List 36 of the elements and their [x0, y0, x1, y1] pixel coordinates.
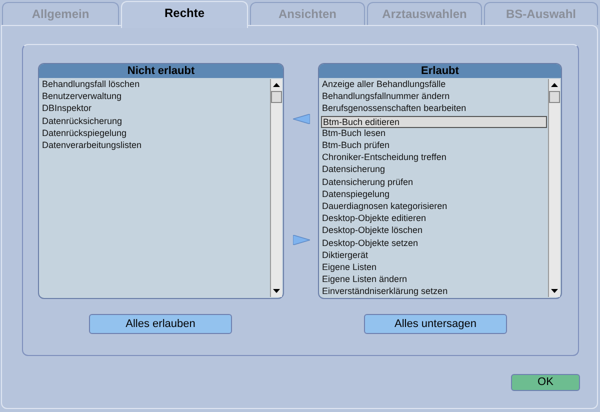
- list-item: DBInspektor: [41, 103, 269, 116]
- list-header: Erlaubt: [319, 64, 561, 78]
- list-item: Btm-Buch editieren: [321, 116, 547, 128]
- list-box: [38, 63, 284, 299]
- list-item: Berufsgenossenschaften bearbeiten: [321, 103, 547, 116]
- list-item: Behandlungsfallnummer ändern: [321, 91, 547, 104]
- list-item: Benutzerverwaltung: [41, 91, 269, 104]
- list-item: Einverständniserklärung setzen: [321, 286, 547, 298]
- tab: Rechte: [121, 1, 248, 28]
- list-item: Anzeige aller Behandlungsfälle: [321, 79, 547, 91]
- list-item: Dauerdiagnosen kategorisieren: [321, 201, 547, 213]
- list-item: Datensicherung prüfen: [321, 176, 547, 189]
- list-item: Datenrücksicherung: [41, 116, 269, 128]
- button: Alles erlauben: [89, 314, 232, 334]
- list-item: Btm-Buch lesen: [321, 128, 547, 140]
- button: OK: [511, 374, 580, 391]
- list-item: Desktop-Objekte editieren: [321, 213, 547, 226]
- list-box: [318, 63, 562, 299]
- list-item: Desktop-Objekte setzen: [321, 238, 547, 250]
- list-item: Behandlungsfall löschen: [41, 79, 269, 91]
- list-item: Datenverarbeitungslisten: [41, 140, 269, 152]
- list-item: Eigene Listen ändern: [321, 274, 547, 286]
- tab: Allgemein: [2, 2, 119, 25]
- list-item: Eigene Listen: [321, 262, 547, 274]
- list-item: Datenspiegelung: [321, 188, 547, 201]
- list-item: Datensicherung: [321, 164, 547, 176]
- list-item: Btm-Buch prüfen: [321, 140, 547, 152]
- list-item: Chroniker-Entscheidung treffen: [321, 152, 547, 164]
- button: Alles untersagen: [364, 314, 507, 334]
- tab: Arztauswahlen: [367, 2, 482, 25]
- list-item: Desktop-Objekte löschen: [321, 225, 547, 238]
- tab: BS-Auswahl: [484, 2, 598, 25]
- tab: Ansichten: [250, 2, 365, 25]
- list-header: Nicht erlaubt: [39, 64, 283, 78]
- list-item: Diktiergerät: [321, 250, 547, 262]
- list-item: Datenrückspiegelung: [41, 128, 269, 140]
